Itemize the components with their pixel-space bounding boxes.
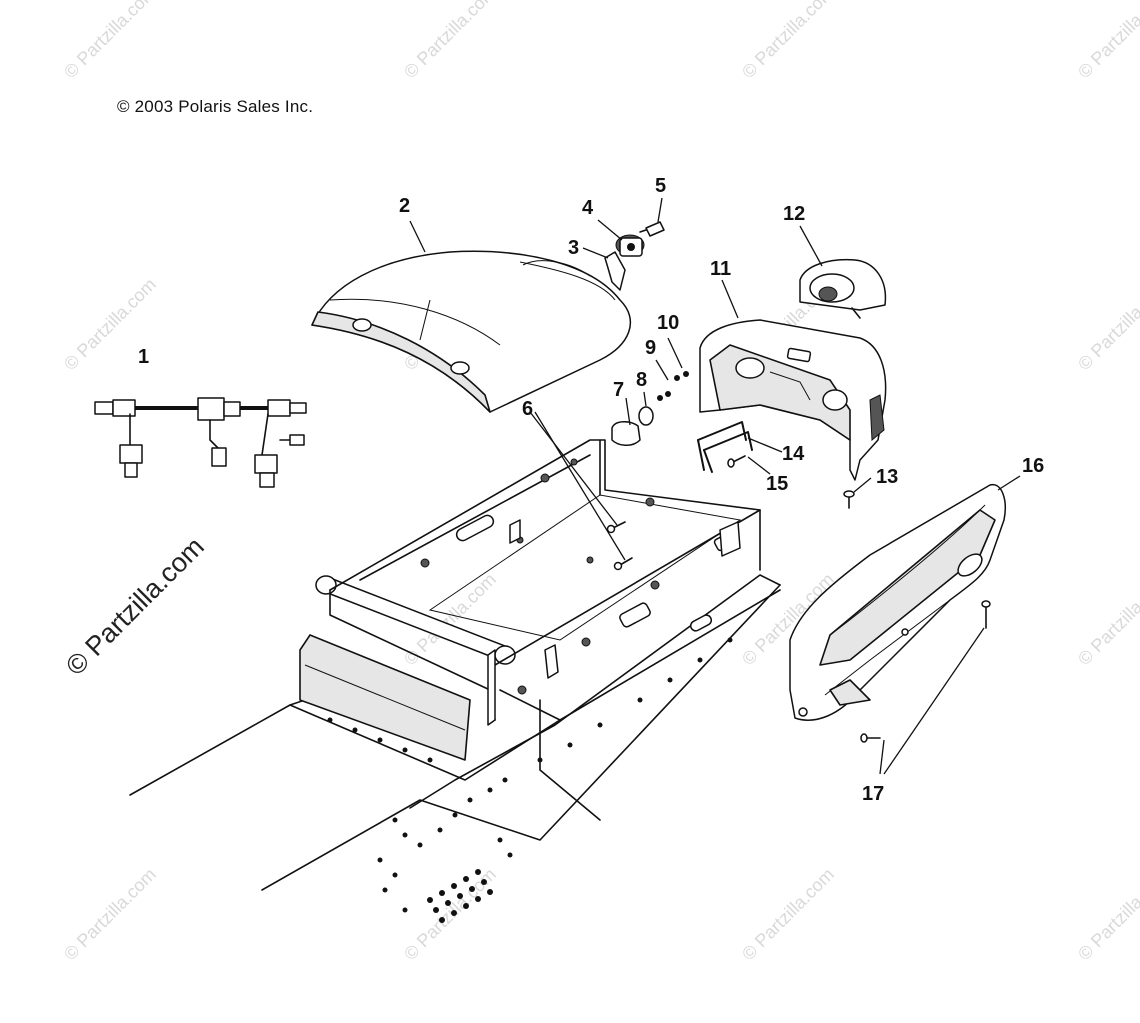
rivet-icon	[860, 600, 991, 775]
callout-1: 1	[138, 346, 150, 368]
callout-2: 2	[399, 195, 411, 217]
wiring-harness-icon	[94, 397, 307, 488]
callout-4: 4	[582, 197, 594, 219]
latch-bracket-icon	[582, 247, 626, 291]
taillight-lens-icon	[799, 225, 887, 319]
callout-9: 9	[645, 337, 657, 359]
bracket-icon	[697, 421, 783, 473]
rivet-icon	[727, 455, 771, 475]
callout-6: 6	[522, 398, 534, 420]
callout-3: 3	[568, 237, 580, 259]
callout-7: 7	[613, 379, 625, 401]
screw-icon	[843, 477, 872, 509]
key-icon	[639, 197, 665, 237]
lock-cylinder-icon	[597, 219, 645, 257]
callout-5: 5	[655, 175, 667, 197]
callout-15: 15	[766, 473, 789, 495]
callout-12: 12	[783, 203, 806, 225]
callout-14: 14	[782, 443, 805, 465]
callout-13: 13	[876, 466, 899, 488]
chassis-frame-icon	[129, 439, 781, 923]
side-panel-icon	[789, 475, 1021, 721]
callout-11: 11	[710, 258, 732, 280]
taillight-housing-icon	[699, 279, 887, 481]
seat-cushion-icon	[311, 220, 631, 413]
screw-icon	[529, 411, 633, 571]
callout-8: 8	[636, 369, 648, 391]
callout-16: 16	[1022, 455, 1045, 477]
light-socket-icon	[611, 397, 641, 446]
callout-17: 17	[862, 783, 885, 805]
callout-10: 10	[657, 312, 680, 334]
bulb-icon	[638, 391, 654, 426]
copyright-notice: © 2003 Polaris Sales Inc.	[117, 97, 314, 116]
